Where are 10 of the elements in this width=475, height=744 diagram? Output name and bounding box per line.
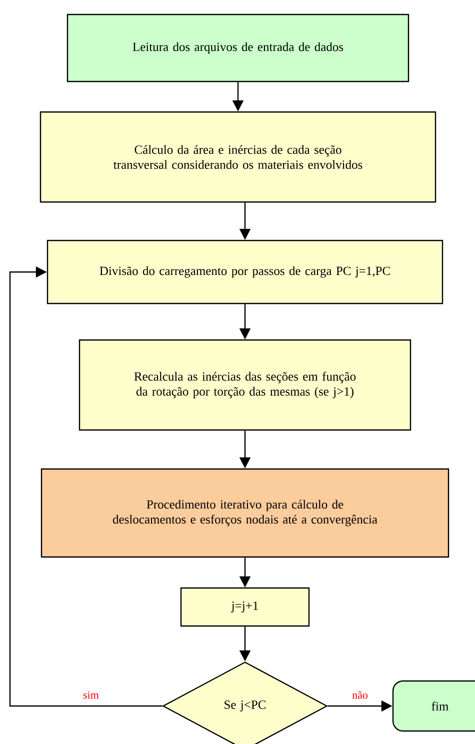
process-box: Cálculo da área e inércias de cada seção transversal considerando os materiais envolvidos [40,111,436,203]
edge-label: não [352,691,368,699]
process-box: j=j+1 [180,587,310,627]
terminal-box: fim [392,680,475,732]
process-box: Leitura dos arquivos de entrada de dados [66,14,410,82]
process-box: Procedimento iterativo para cálculo de deslocamentos e esforços nodais até a convergência [40,468,450,558]
process-box: Divisão do carregamento por passos de carga PC j=1,PC [46,240,444,304]
edge-label: sim [84,691,99,699]
arrow [9,266,162,707]
process-box: Recalcula as inércias das seções em função da rotação por torção das mesmas (se j>1) [78,339,412,431]
